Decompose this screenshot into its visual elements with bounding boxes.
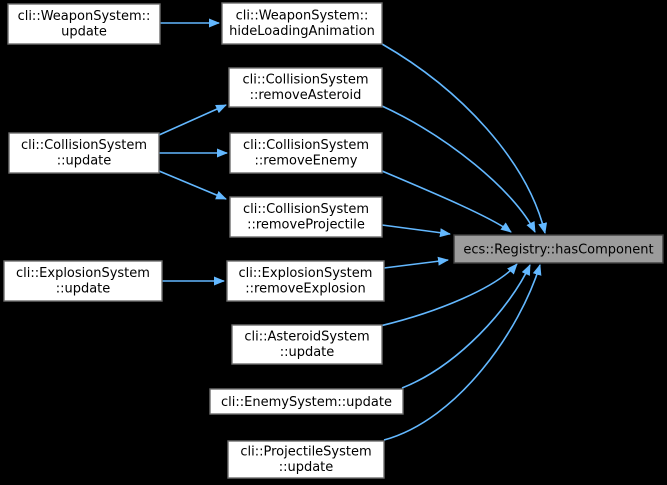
node-label: cli::WeaponSystem:: [18, 9, 151, 24]
node-box [209, 388, 404, 415]
node-box [7, 3, 161, 45]
node-box [226, 260, 385, 302]
node-label: ::removeExplosion [245, 282, 365, 297]
node-label: ::update [57, 154, 112, 169]
node-label: cli::AsteroidSystem [244, 330, 369, 345]
node-label: update [61, 25, 107, 40]
node-label: ::removeEnemy [255, 154, 358, 169]
node-box [231, 324, 383, 365]
node-collision-system-remove-enemy[interactable]: cli::CollisionSystem::removeEnemy [229, 132, 383, 174]
node-box [8, 132, 160, 174]
node-box [3, 260, 163, 302]
node-weapon-system-update[interactable]: cli::WeaponSystem::update [7, 3, 161, 45]
call-edge-collision-system-remove-projectile-to-registry-has-component [381, 224, 451, 238]
node-label: cli::CollisionSystem [243, 138, 369, 153]
node-projectile-system-update[interactable]: cli::ProjectileSystem::update [227, 440, 385, 479]
node-label: ::update [56, 282, 111, 297]
node-registry-has-component: ecs::Registry::hasComponent [453, 234, 664, 264]
node-box [229, 132, 383, 174]
node-label: ::removeProjectile [247, 218, 365, 233]
call-edge-collision-system-update-to-collision-system-remove-projectile [158, 170, 227, 200]
node-explosion-system-update[interactable]: cli::ExplosionSystem::update [3, 260, 163, 302]
node-label: cli::ExplosionSystem [239, 266, 373, 281]
node-label: cli::EnemySystem::update [221, 395, 392, 410]
node-collision-system-remove-asteroid[interactable]: cli::CollisionSystem::removeAsteroid [228, 67, 383, 108]
node-label: cli::CollisionSystem [243, 202, 369, 217]
node-label: cli::ProjectileSystem [240, 445, 371, 460]
node-weapon-system-hide-loading-animation[interactable]: cli::WeaponSystem::hideLoadingAnimation [221, 2, 383, 45]
node-label: cli::WeaponSystem:: [236, 9, 369, 24]
call-edge-asteroid-system-update-to-registry-has-component [379, 263, 518, 327]
node-box [229, 196, 383, 238]
call-edge-explosion-system-remove-explosion-to-registry-has-component [383, 256, 449, 269]
node-box [227, 440, 385, 479]
node-label: hideLoadingAnimation [229, 24, 375, 39]
node-enemy-system-update[interactable]: cli::EnemySystem::update [209, 388, 404, 415]
node-label: ::update [280, 345, 335, 360]
node-box [221, 2, 383, 45]
node-label: ::removeAsteroid [250, 88, 362, 103]
call-edge-weapon-system-hide-loading-animation-to-registry-has-component [381, 43, 548, 234]
node-label: cli::CollisionSystem [21, 138, 147, 153]
node-label: cli::ExplosionSystem [16, 266, 150, 281]
call-edge-enemy-system-update-to-registry-has-component [401, 264, 531, 389]
call-edge-collision-system-remove-asteroid-to-registry-has-component [381, 105, 536, 233]
node-explosion-system-remove-explosion[interactable]: cli::ExplosionSystem::removeExplosion [226, 260, 385, 302]
node-label: ::update [279, 460, 334, 475]
node-box [228, 67, 383, 108]
call-edge-collision-system-remove-enemy-to-registry-has-component [381, 170, 512, 233]
node-label: cli::CollisionSystem [242, 73, 368, 88]
call-edge-collision-system-update-to-collision-system-remove-asteroid [158, 104, 227, 136]
node-label: ecs::Registry::hasComponent [463, 243, 653, 258]
node-collision-system-update[interactable]: cli::CollisionSystem::update [8, 132, 160, 174]
node-box [453, 234, 664, 264]
node-collision-system-remove-projectile[interactable]: cli::CollisionSystem::removeProjectile [229, 196, 383, 238]
node-asteroid-system-update[interactable]: cli::AsteroidSystem::update [231, 324, 383, 365]
call-edge-projectile-system-update-to-registry-has-component [383, 264, 542, 441]
